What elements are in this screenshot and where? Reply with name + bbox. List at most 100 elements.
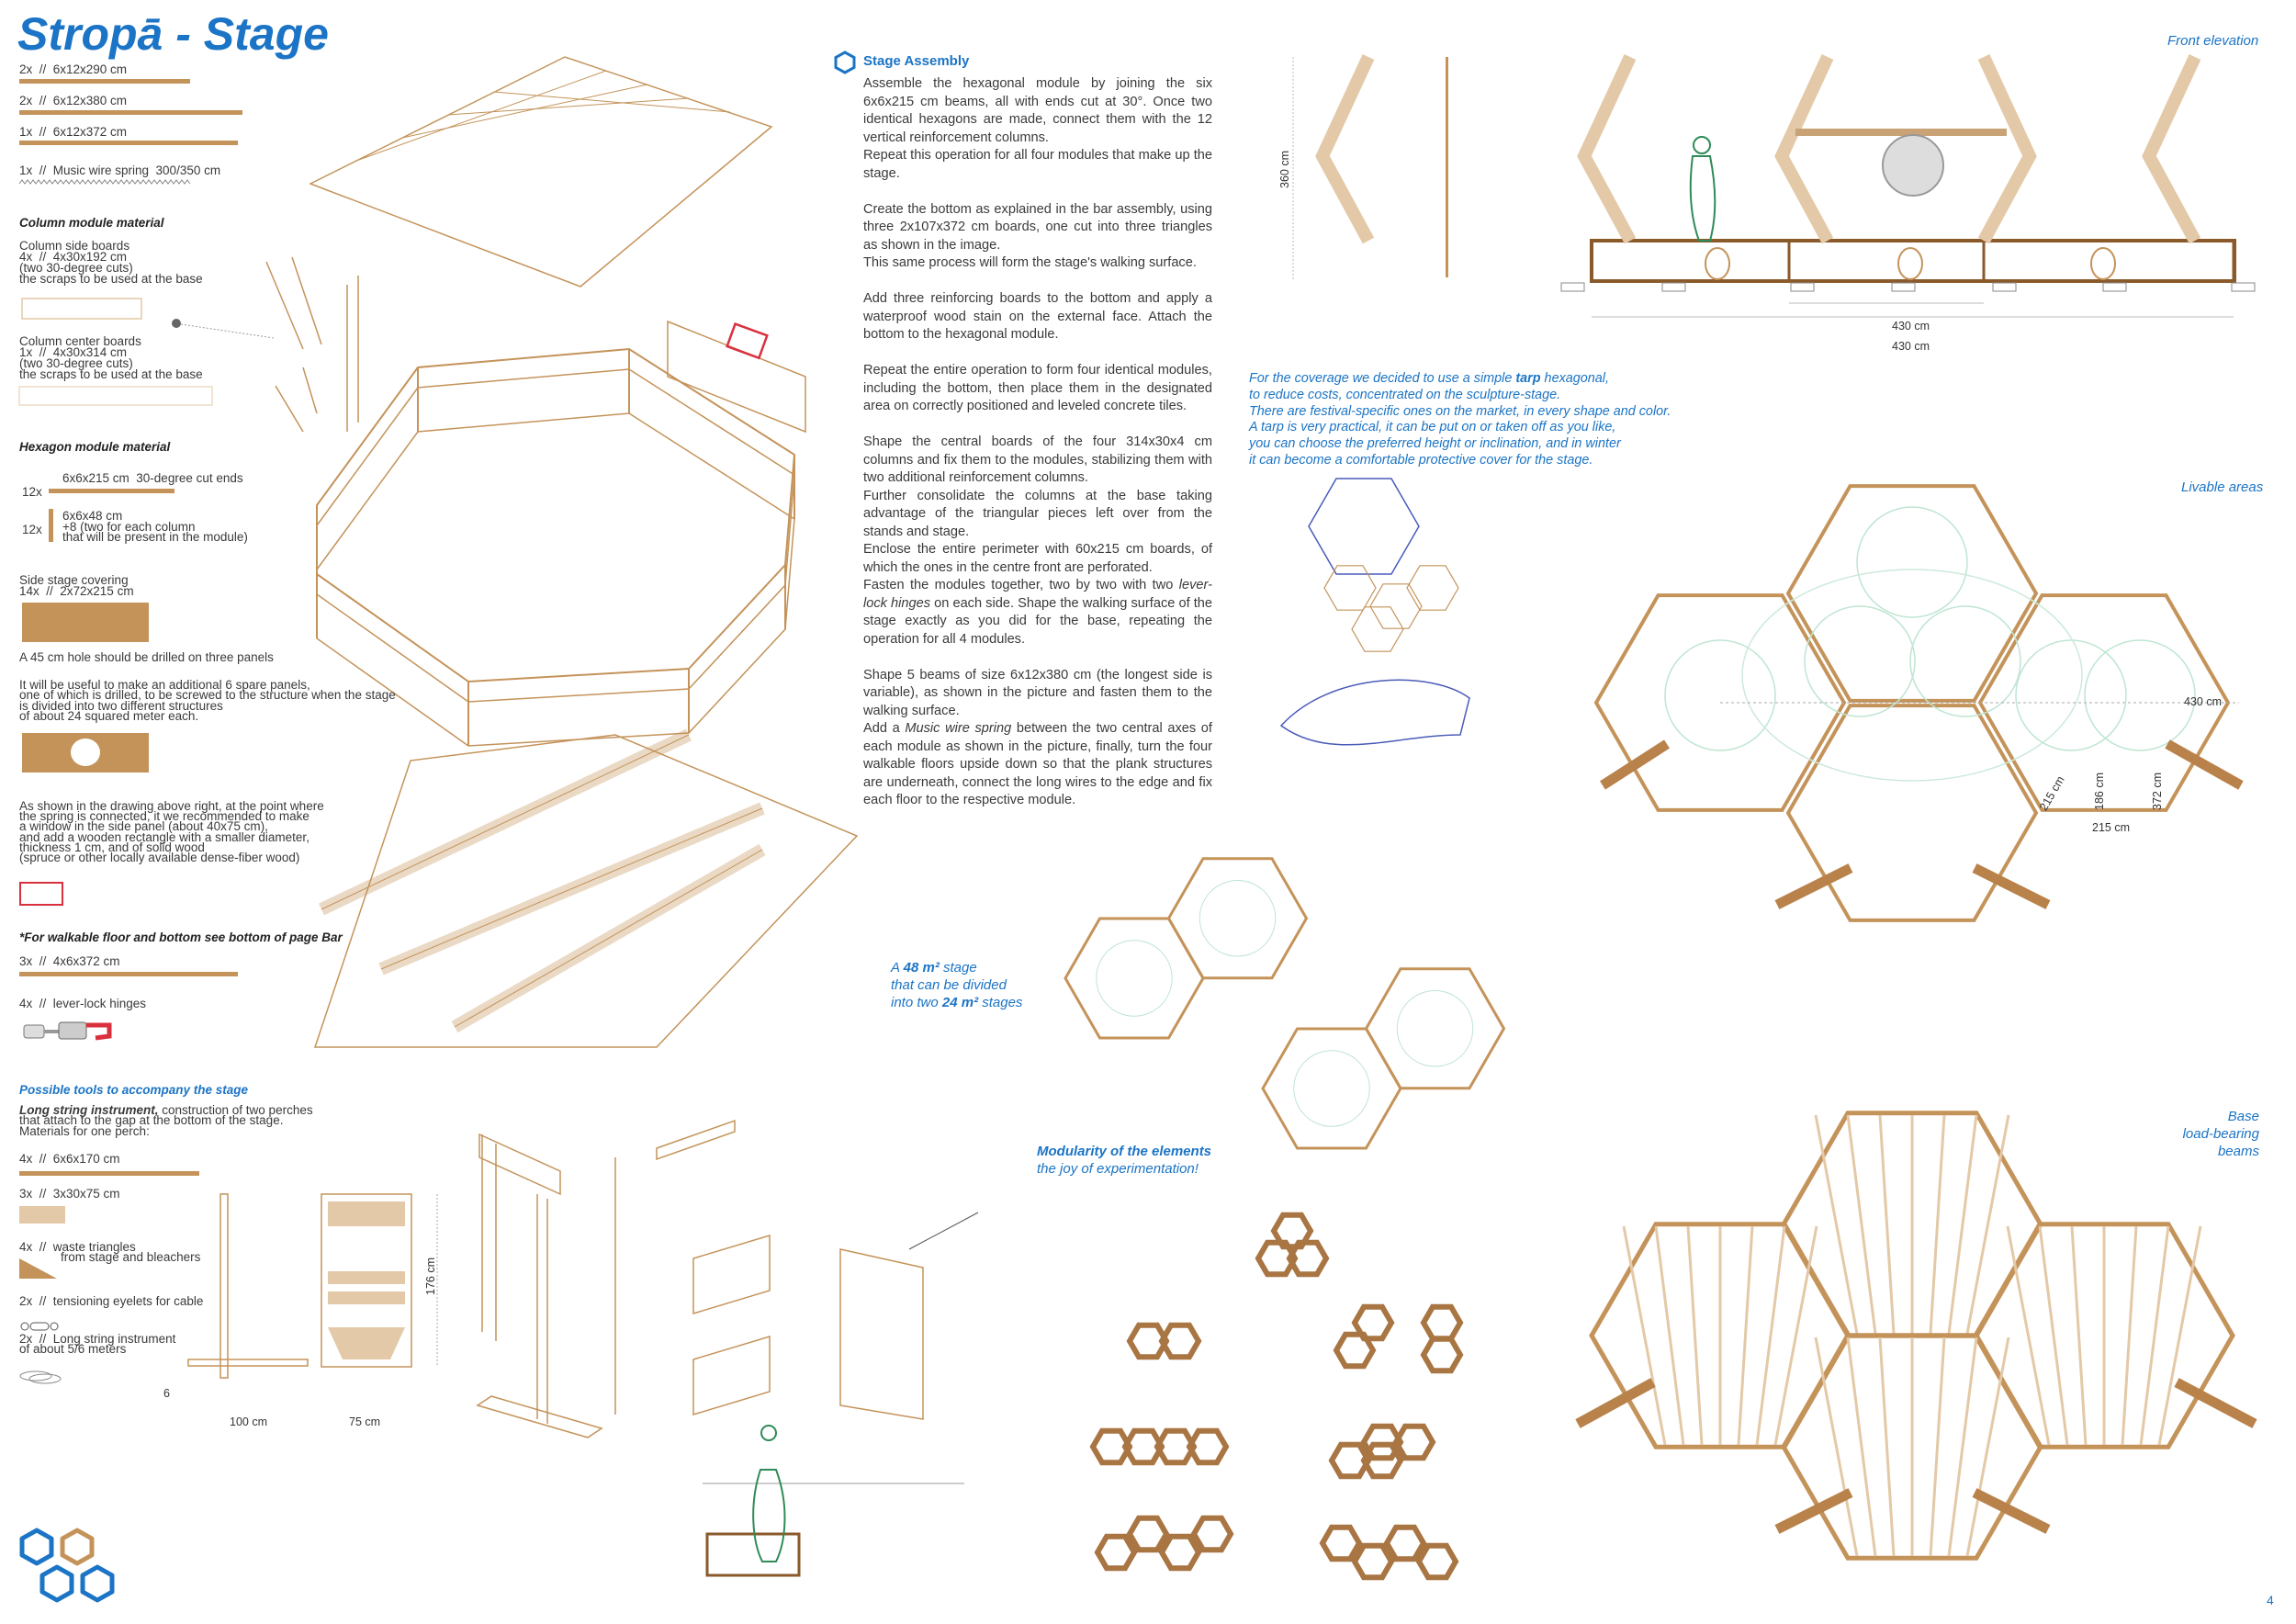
note-text: A xyxy=(891,960,904,976)
assembly-paragraph: Further consolidate the columns at the b… xyxy=(863,488,1212,539)
quantity: 12x xyxy=(22,485,42,499)
livable-circle xyxy=(1396,990,1474,1067)
honeycomb-hexagon xyxy=(1328,1441,1372,1480)
dim-height: 176 cm xyxy=(424,1257,437,1295)
assembly-emphasis: lever-lock hinges xyxy=(863,578,1212,611)
tarp-curved xyxy=(1279,679,1470,746)
performer-head xyxy=(760,1425,777,1441)
hinge-beam xyxy=(2174,1378,2257,1428)
note-bold: 24 m² xyxy=(941,995,979,1010)
base-beam-plank xyxy=(1622,1225,1667,1446)
walking-surface-panel xyxy=(309,56,773,288)
callout-line xyxy=(180,323,275,339)
beam-swatch xyxy=(49,489,174,493)
honeycomb-hexagon xyxy=(1094,1533,1138,1572)
panel-hole xyxy=(2090,247,2116,280)
column-chevron xyxy=(1977,54,2037,244)
dim-label: 372 cm xyxy=(2151,773,2164,810)
assembly-emphasis: Music wire spring xyxy=(905,721,1012,736)
base-beam-plank xyxy=(1965,1114,2010,1335)
dim-width: 75 cm xyxy=(349,1415,381,1428)
column-side-boards: Column side boards 4x // 4x30x192 cm (tw… xyxy=(19,239,203,286)
beam-swatch xyxy=(19,1171,199,1176)
base-beam-plank xyxy=(1947,1336,1978,1557)
assembly-paragraph: Add three reinforcing boards to the bott… xyxy=(863,291,1212,342)
column-chevron xyxy=(1774,54,1834,244)
crossbeam xyxy=(1795,129,2007,136)
floor-beams-spec: 3x // 4x6x372 cm xyxy=(19,954,120,968)
hinge-beam xyxy=(1575,1378,1656,1428)
plank-line xyxy=(401,84,648,139)
beam-swatch xyxy=(19,972,238,976)
lever-lock-hinge-icon xyxy=(22,1020,114,1043)
perch-installed xyxy=(839,1248,924,1420)
dim-label: 186 cm xyxy=(2093,773,2106,810)
column-side-view xyxy=(1446,57,1448,277)
stage-base-beam xyxy=(1590,239,2236,283)
livable-circle xyxy=(2084,639,2196,751)
dim-label: 430 cm xyxy=(2184,695,2222,708)
column-piece xyxy=(275,385,304,433)
tarp-text: to reduce costs, concentrated on the scu… xyxy=(1249,387,1671,468)
dim-depth: 100 cm xyxy=(230,1415,267,1428)
page-title: Stropā - Stage xyxy=(17,8,329,60)
base-beam-plank xyxy=(1737,1225,1754,1446)
panel-hole xyxy=(1705,247,1730,280)
concrete-tile xyxy=(1891,282,1916,292)
module-sketch xyxy=(1406,565,1459,611)
perch-board xyxy=(328,1201,405,1226)
dim-inner: 430 cm xyxy=(1892,320,1930,333)
base-beam-plank xyxy=(1846,1114,1877,1335)
audience-area xyxy=(1741,569,2083,782)
drilled-panel-swatch xyxy=(22,733,149,773)
base-beam-plank xyxy=(1846,1336,1877,1557)
perch-board xyxy=(692,1234,771,1315)
tarp-text: For the coverage we decided to use a sim… xyxy=(1249,371,1516,386)
hinge-beam xyxy=(1972,863,2051,909)
assembly-paragraph: Shape the central boards of the four 314… xyxy=(863,434,1212,485)
tools-intro-bold: Long string instrument, xyxy=(19,1103,159,1117)
honeycomb-hexagon xyxy=(1158,1533,1202,1572)
honeycomb-hexagon xyxy=(1286,1239,1330,1278)
base-beam-plank xyxy=(2070,1225,2088,1446)
hole-shape xyxy=(71,739,100,766)
base-beam-plank xyxy=(1878,1114,1896,1335)
perch-side-post xyxy=(219,1193,229,1379)
hinge-beam xyxy=(1972,1488,2051,1534)
concrete-tile xyxy=(1790,282,1815,292)
floor-panel xyxy=(313,734,859,1048)
musician-figure xyxy=(1689,155,1716,242)
module-sketch xyxy=(1369,583,1423,629)
dim-outer: 430 cm xyxy=(1892,340,1930,353)
assembly-paragraph: This same process will form the stage's … xyxy=(863,255,1197,270)
base-beam-plank xyxy=(1814,1336,1859,1557)
column-chevron xyxy=(1577,54,1637,244)
dim-label: 215 cm xyxy=(2092,821,2130,834)
honeycomb-hexagon xyxy=(1089,1427,1133,1466)
perch-front-frame xyxy=(321,1193,412,1368)
livable-circle xyxy=(1856,506,1968,618)
concrete-tile xyxy=(1661,282,1686,292)
base-beam-plank xyxy=(1755,1225,1786,1446)
note-bold: 48 m² xyxy=(903,960,940,976)
tool-material: 2x // Long string instrument of about 5/… xyxy=(19,1332,176,1356)
honeycomb-hexagon xyxy=(1190,1515,1234,1553)
spring-window xyxy=(726,322,769,360)
assembly-paragraph: Enclose the entire perimeter with 60x215… xyxy=(863,542,1212,575)
livable-circle xyxy=(1293,1050,1370,1127)
dim-base: 6 xyxy=(163,1387,170,1400)
page-number: 4 xyxy=(2267,1593,2274,1607)
performer-figure xyxy=(752,1469,786,1562)
column-center-board-outline xyxy=(18,386,213,406)
column-module-heading: Column module material xyxy=(19,216,164,230)
beam-swatch xyxy=(19,141,238,145)
base-beam-plank xyxy=(1773,1225,1818,1446)
hinges-spec: 4x // lever-lock hinges xyxy=(19,997,147,1010)
column-piece xyxy=(291,256,322,345)
assembly-instructions: Assemble the hexagonal module by joining… xyxy=(863,75,1212,828)
base-beam-plank xyxy=(1814,1114,1859,1335)
side-panel xyxy=(667,320,806,434)
hole-note: A 45 cm hole should be drilled on three … xyxy=(19,650,274,664)
module-sketch xyxy=(1351,606,1404,652)
tools-intro: Long string instrument, construction of … xyxy=(19,1103,313,1137)
